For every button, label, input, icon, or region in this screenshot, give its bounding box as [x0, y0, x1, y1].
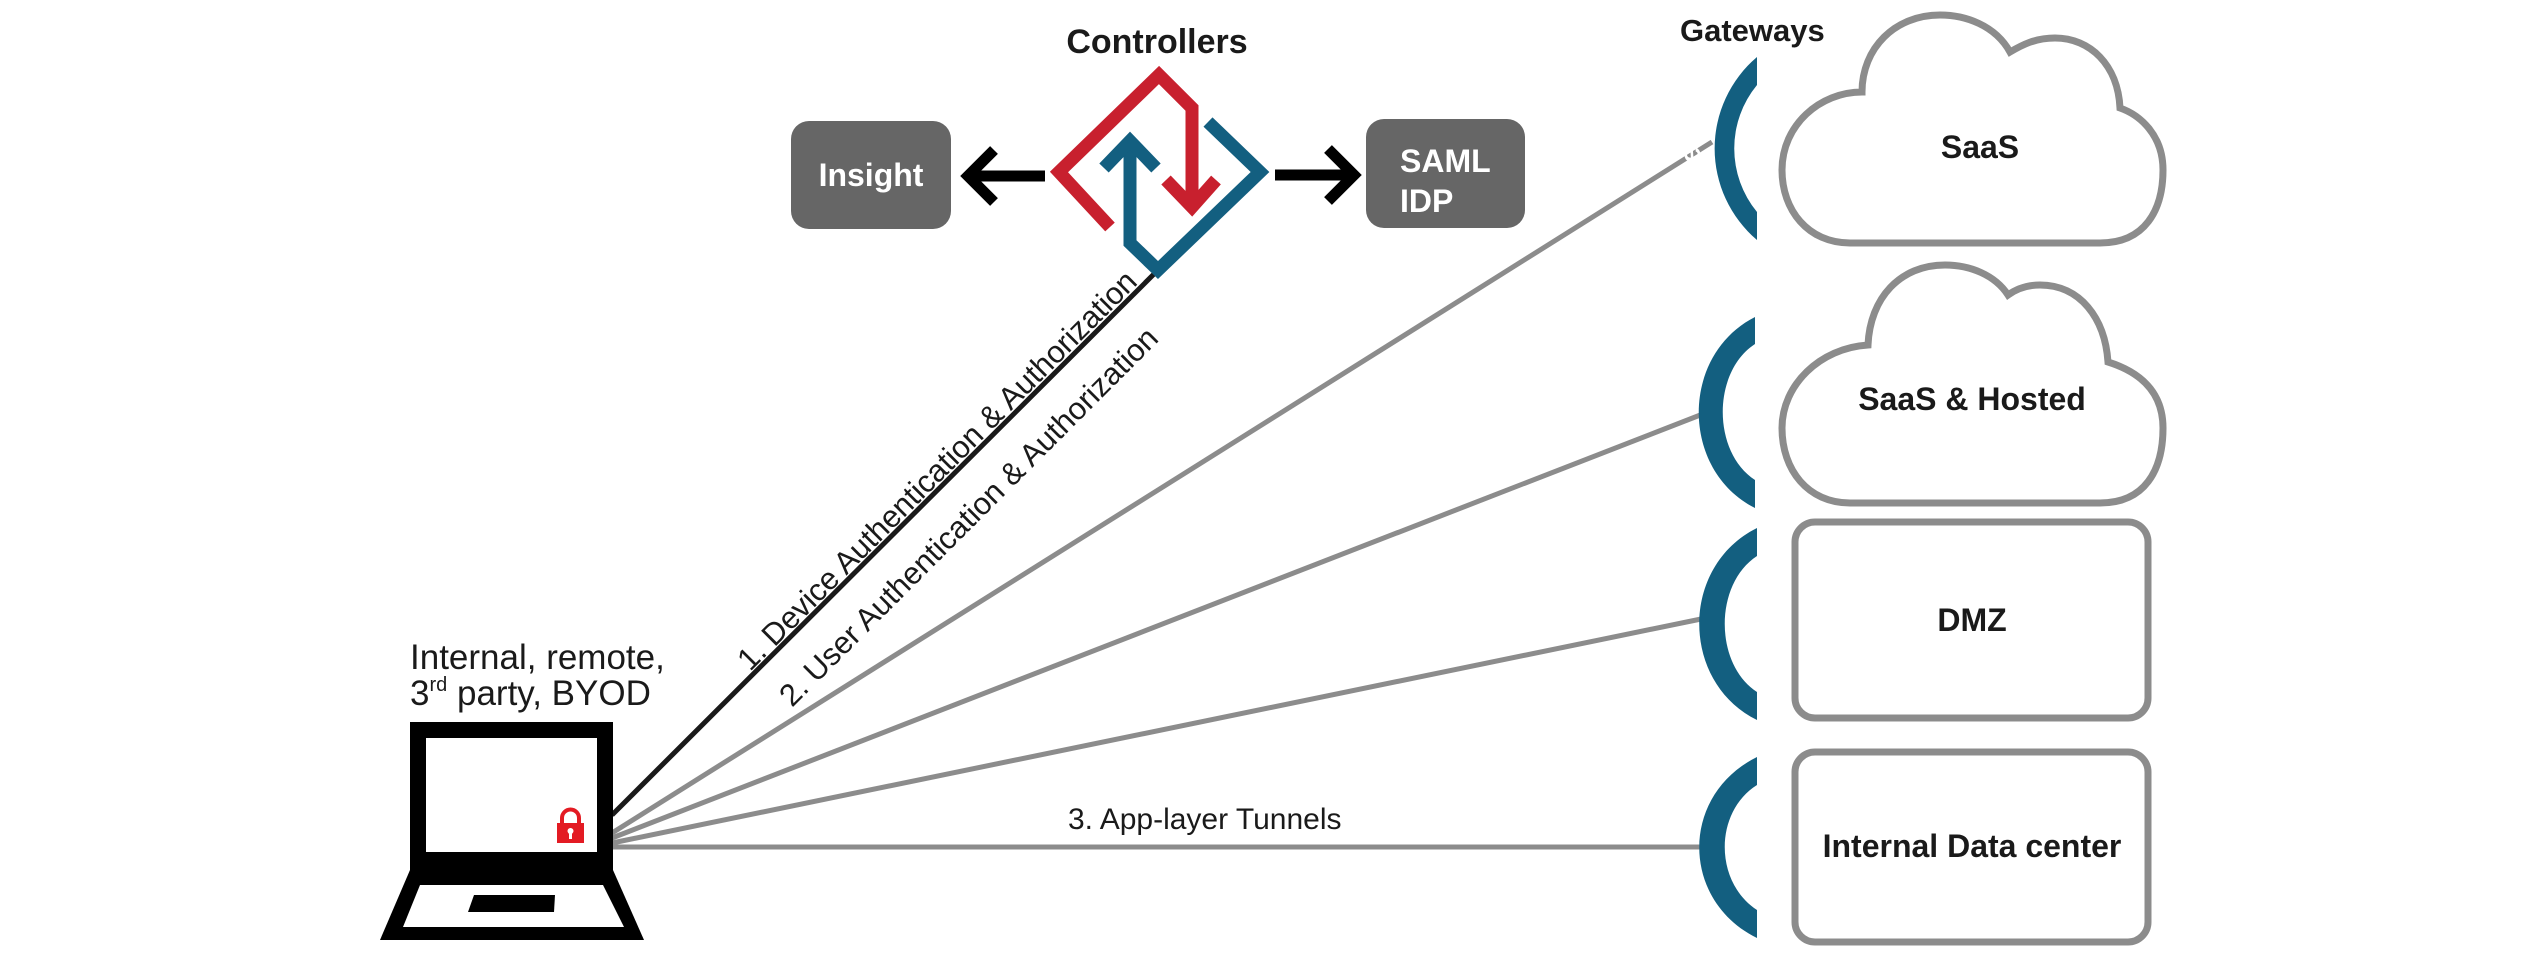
- saml-label-line2: IDP: [1400, 183, 1453, 219]
- insight-box[interactable]: Insight: [791, 121, 951, 229]
- auth-line: [610, 266, 1162, 817]
- lock-icon: [557, 807, 584, 843]
- controller-red-arrow: [1049, 65, 1199, 232]
- federator-gateway[interactable]: [1699, 57, 1757, 240]
- laptop-icon[interactable]: [380, 722, 644, 940]
- device-auth-label: 1. Device Authentication & Authorization: [730, 263, 1143, 676]
- destination-saas[interactable]: SaaS: [1778, 11, 2167, 247]
- destination-label: Internal Data center: [1823, 828, 2122, 864]
- tunnel-line-dmz: [611, 615, 1707, 846]
- destination-saas-hosted[interactable]: SaaS & Hosted: [1778, 261, 2167, 507]
- tunnels-label: 3. App-layer Tunnels: [1068, 803, 1342, 836]
- controller-diamond-icon[interactable]: [1049, 65, 1270, 280]
- cloud-icon: [1778, 11, 2167, 247]
- client-label-line2: 3rd party, BYOD: [410, 674, 651, 713]
- destination-label: SaaS: [1941, 129, 2019, 165]
- destination-dmz[interactable]: DMZ: [1791, 518, 2152, 722]
- tunnel-line-saas-hosted: [611, 409, 1709, 841]
- saml-idp-box[interactable]: SAML IDP: [1366, 119, 1525, 228]
- arrow-to-insight: [960, 146, 1045, 206]
- gateway-arc-saas-hosted[interactable]: [1698, 317, 1755, 508]
- gateway-arc-internal-dc[interactable]: [1699, 757, 1757, 938]
- controller-blue-arrowhead: [1099, 131, 1161, 173]
- gateways-title: Gateways: [1680, 13, 1825, 48]
- controllers-title: Controllers: [1066, 23, 1247, 61]
- destination-label: DMZ: [1937, 602, 2006, 638]
- tunnel-line-saas: [610, 139, 1714, 836]
- user-auth-label: 2. User Authentication & Authorization: [772, 320, 1165, 713]
- destination-internal-dc[interactable]: Internal Data center: [1791, 748, 2152, 946]
- client-label-line1: Internal, remote,: [410, 638, 665, 677]
- destination-label: SaaS & Hosted: [1858, 381, 2086, 417]
- controller-blue-arrow: [1123, 117, 1270, 280]
- insight-label: Insight: [819, 157, 924, 193]
- cloud-icon: [1778, 261, 2167, 507]
- arrow-to-saml: [1275, 145, 1362, 205]
- controller-red-arrowhead: [1161, 175, 1221, 217]
- saml-label-line1: SAML: [1400, 143, 1491, 179]
- gateway-arc-dmz[interactable]: [1699, 528, 1757, 720]
